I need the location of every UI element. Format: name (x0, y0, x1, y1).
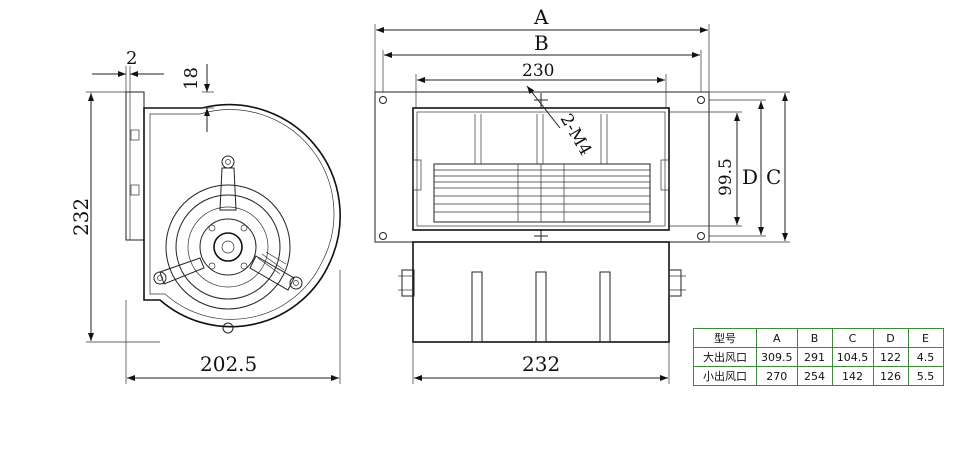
spec-cell: 4.5 (907, 347, 944, 367)
spec-header-A: A (756, 328, 798, 348)
corner-hole-tr (697, 96, 705, 104)
spec-header-B: B (796, 328, 833, 348)
corner-hole-br (697, 232, 705, 240)
terminal-left (401, 269, 415, 297)
motor-hub (213, 232, 243, 262)
spec-table-header: 型号 A B C D E (693, 328, 944, 348)
front-housing (412, 241, 670, 343)
scroll-housing (143, 103, 341, 328)
dim-front-C: C (766, 165, 781, 189)
spec-table-row: 大出风口 309.5 291 104.5 122 4.5 (693, 347, 944, 367)
front-flange-plate (374, 91, 710, 243)
spec-header-C: C (831, 328, 874, 348)
spec-cell: 309.5 (756, 347, 798, 367)
dim-front-outlet-height: 99.5 (716, 158, 736, 196)
corner-hole-bl (379, 232, 387, 240)
dim-front-depth: 232 (522, 352, 560, 376)
spec-cell: 142 (831, 366, 874, 386)
dim-side-top-offset: 2 (126, 48, 137, 69)
dim-front-B: B (534, 31, 549, 55)
spec-header-D: D (872, 328, 909, 348)
spec-cell: 104.5 (831, 347, 874, 367)
front-view: A B 230 2-M4 99.5 D C (374, 5, 790, 384)
dim-front-D: D (742, 165, 758, 189)
dim-front-hole-spacing: 230 (522, 61, 554, 81)
motor-outer-ring (165, 184, 291, 310)
dim-front-holes: 2-M4 (556, 111, 596, 160)
side-mount-plate (125, 91, 145, 241)
spec-cell: 大出风口 (693, 347, 757, 367)
dim-front-A: A (533, 5, 549, 29)
impeller (433, 163, 651, 223)
corner-hole-tl (379, 96, 387, 104)
spec-cell: 5.5 (907, 366, 944, 386)
spec-cell: 254 (796, 366, 833, 386)
spec-table-row: 小出风口 270 254 142 126 5.5 (693, 366, 944, 386)
spec-header-E: E (907, 328, 944, 348)
terminal-right (668, 269, 682, 297)
spec-table: 型号 A B C D E 大出风口 309.5 291 104.5 122 4.… (693, 328, 944, 386)
dim-side-width: 202.5 (200, 352, 257, 376)
spec-cell: 小出风口 (693, 366, 757, 386)
spec-cell: 122 (872, 347, 909, 367)
spec-cell: 291 (796, 347, 833, 367)
spec-cell: 270 (756, 366, 798, 386)
side-view: 2 18 232 202.5 (69, 48, 341, 384)
dim-side-flange: 18 (181, 67, 202, 90)
dim-side-height: 232 (69, 198, 93, 236)
spec-header-model: 型号 (693, 328, 757, 348)
spec-cell: 126 (872, 366, 909, 386)
